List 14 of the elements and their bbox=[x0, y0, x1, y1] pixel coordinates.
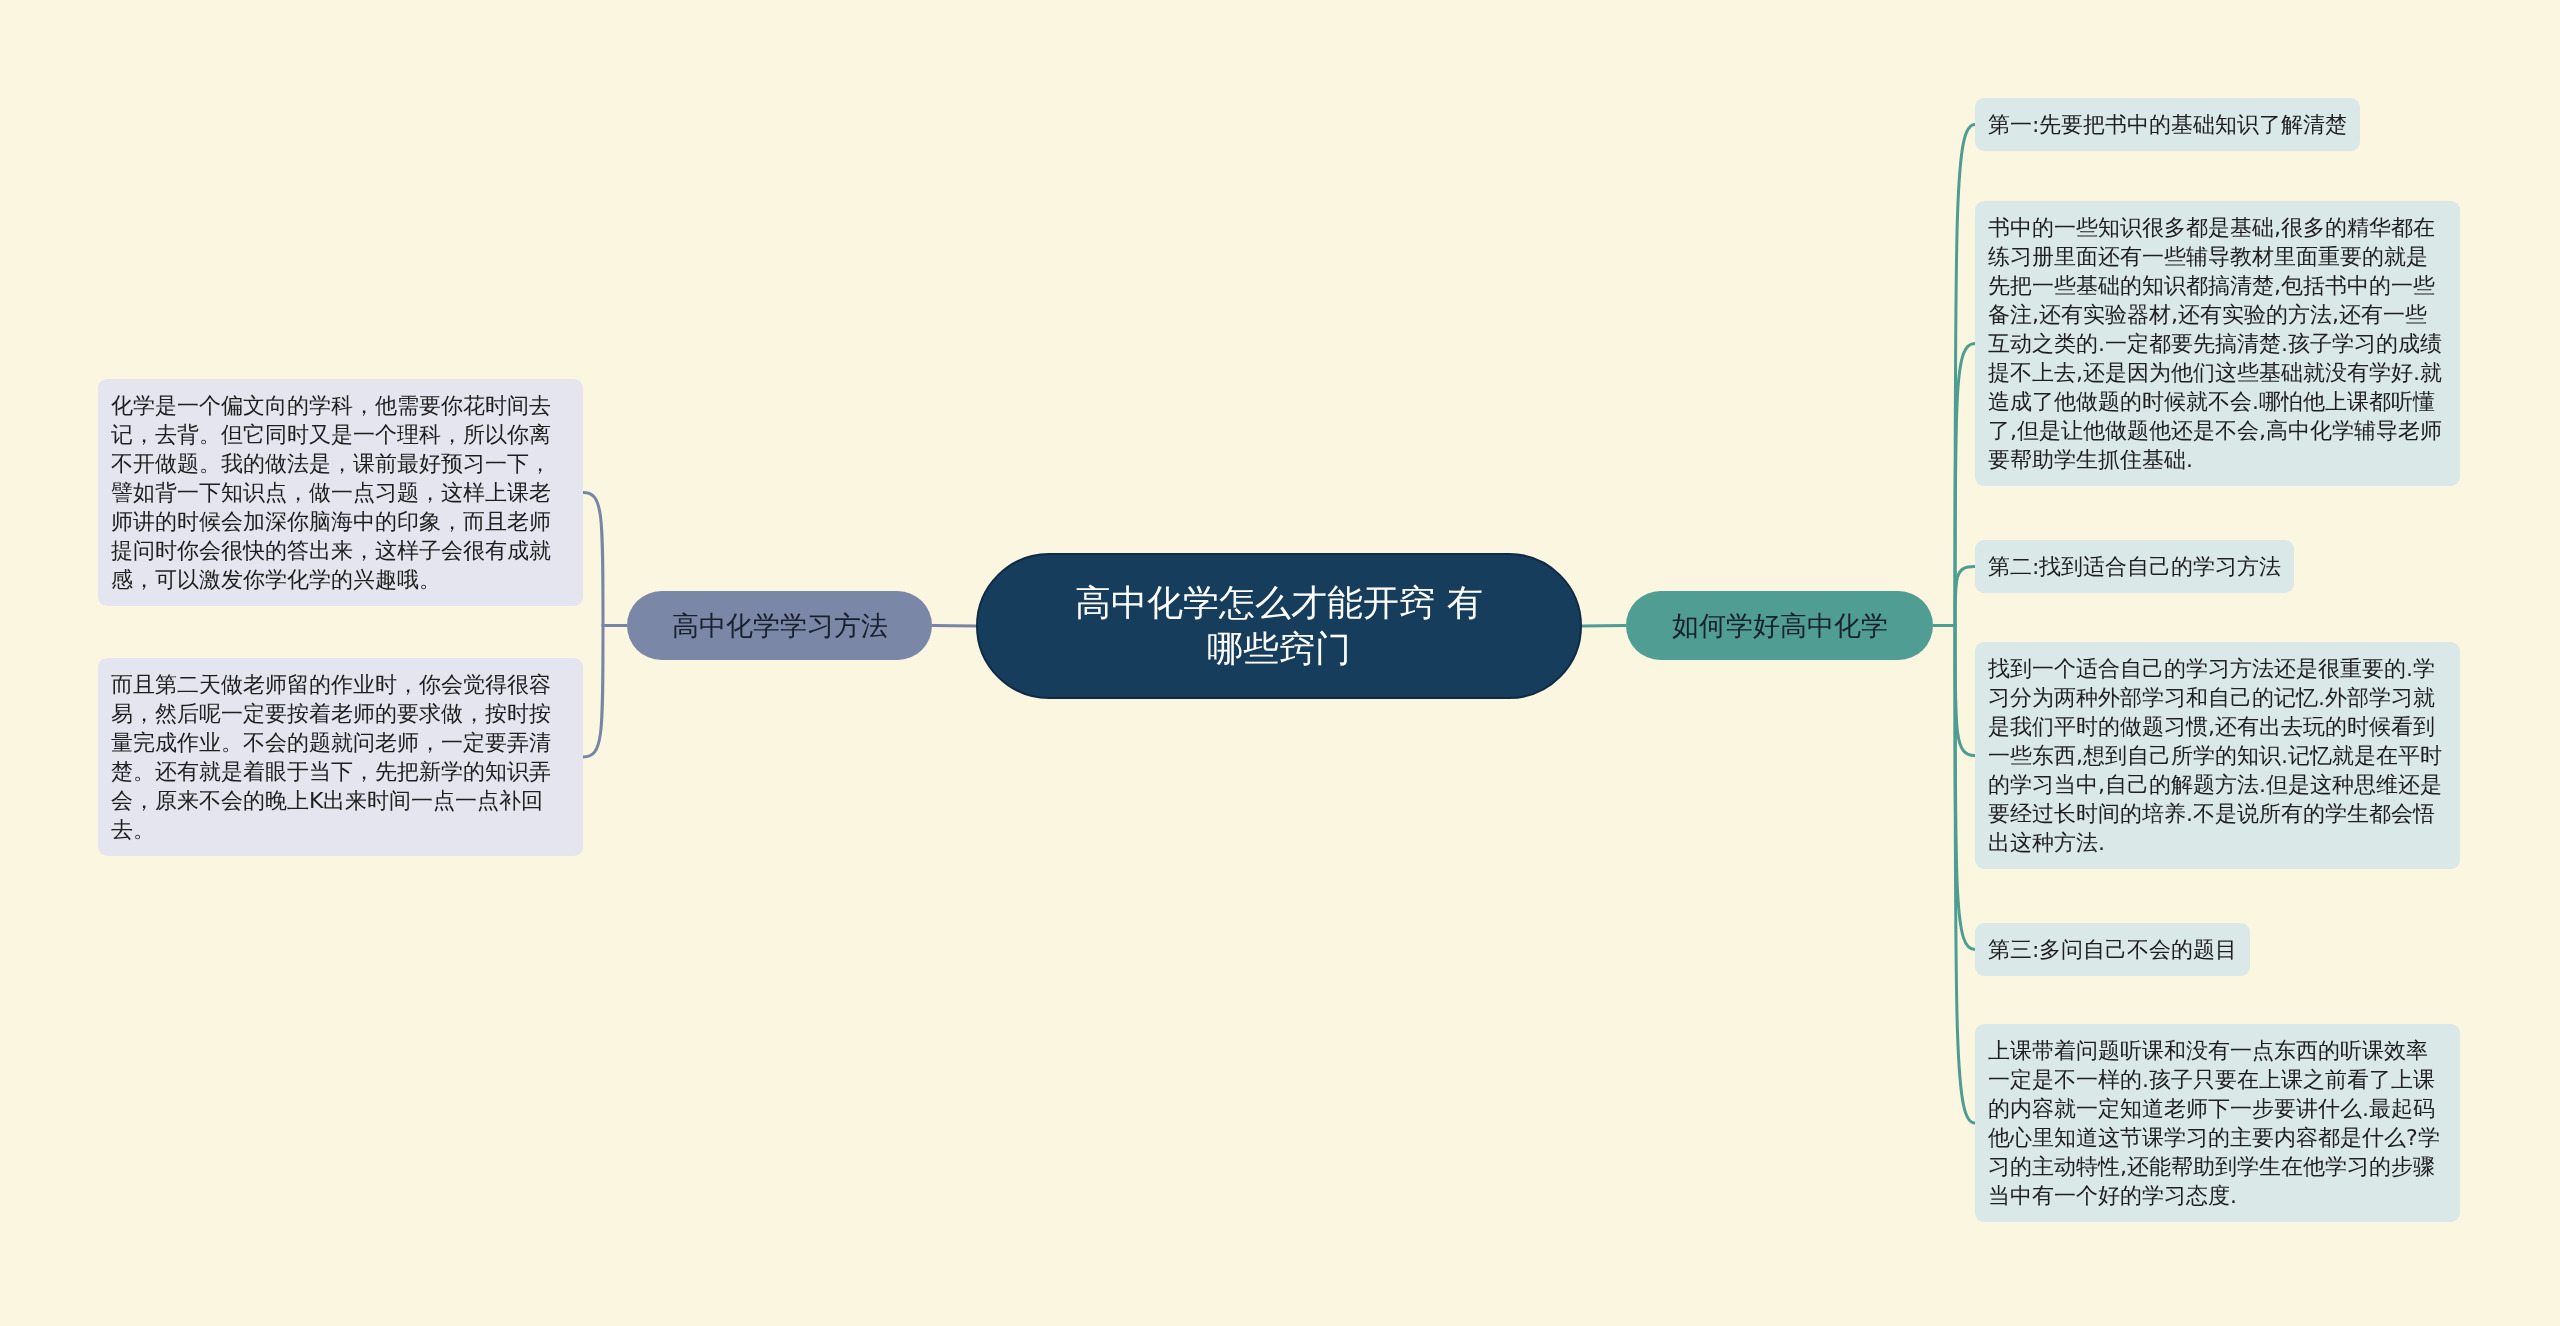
branch-topic-pill: 如何学好高中化学 bbox=[1626, 591, 1933, 660]
connector-line bbox=[582, 624, 627, 759]
connector-line bbox=[1582, 624, 1626, 628]
note-card: 书中的一些知识很多都是基础,很多的精华都在练习册里面还有一些辅导教材里面重要的就是先把一些基础的知识都搞清楚,包括书中的一些备注,还有实验器材,还有实验的方法,还有一些互动之类的.一定都要先搞清楚.孩子学习的成绩提不上去,还是因为他们这些基础就没有学好.就造成了他做题的时候就不会.哪怕他上课都听懂了,但是让他做题他还是不会,高中化学辅导老师要帮助学生抓住基础. bbox=[1975, 201, 2460, 486]
branch-topic-pill: 高中化学学习方法 bbox=[627, 591, 932, 660]
subtopic-card: 第一:先要把书中的基础知识了解清楚 bbox=[1975, 98, 2361, 151]
central-topic-bubble: 高中化学怎么才能开窍 有哪些窍门 bbox=[976, 553, 1582, 699]
note-card: 化学是一个偏文向的学科，他需要你花时间去记，去背。但它同时又是一个理科，所以你离不开做题。我的做法是，课前最好预习一下，譬如背一下知识点，做一点习题，这样上课老师讲的时候会加深你脑海中的印象，而且老师提问时你会很快的答出来，这样子会很有成就感，可以激发你学化学的兴趣哦。 bbox=[98, 379, 583, 606]
connector-line bbox=[932, 624, 976, 628]
subtopic-card: 第三:多问自己不会的题目 bbox=[1975, 923, 2251, 976]
note-card: 上课带着问题听课和没有一点东西的听课效率一定是不一样的.孩子只要在上课之前看了上课的内容就一定知道老师下一步要讲什么.最起码他心里知道这节课学习的主要内容都是什么?学习的主动特性,还能帮助到学生在他学习的步骤当中有一个好的学习态度. bbox=[1975, 1024, 2460, 1222]
note-card: 而且第二天做老师留的作业时，你会觉得很容易，然后呢一定要按着老师的要求做，按时按量完成作业。不会的题就问老师，一定要弄清楚。还有就是着眼于当下，先把新学的知识弄会，原来不会的晚上K出来时间一点一点补回去。 bbox=[98, 658, 583, 856]
subtopic-card: 第二:找到适合自己的学习方法 bbox=[1975, 540, 2295, 593]
note-card: 找到一个适合自己的学习方法还是很重要的.学习分为两种外部学习和自己的记忆.外部学习就是我们平时的做题习惯,还有出去玩的时候看到一些东西,想到自己所学的知识.记忆就是在平时的学习当中,自己的解题方法.但是这种思维还是要经过长时间的培养.不是说所有的学生都会悟出这种方法. bbox=[1975, 642, 2460, 869]
